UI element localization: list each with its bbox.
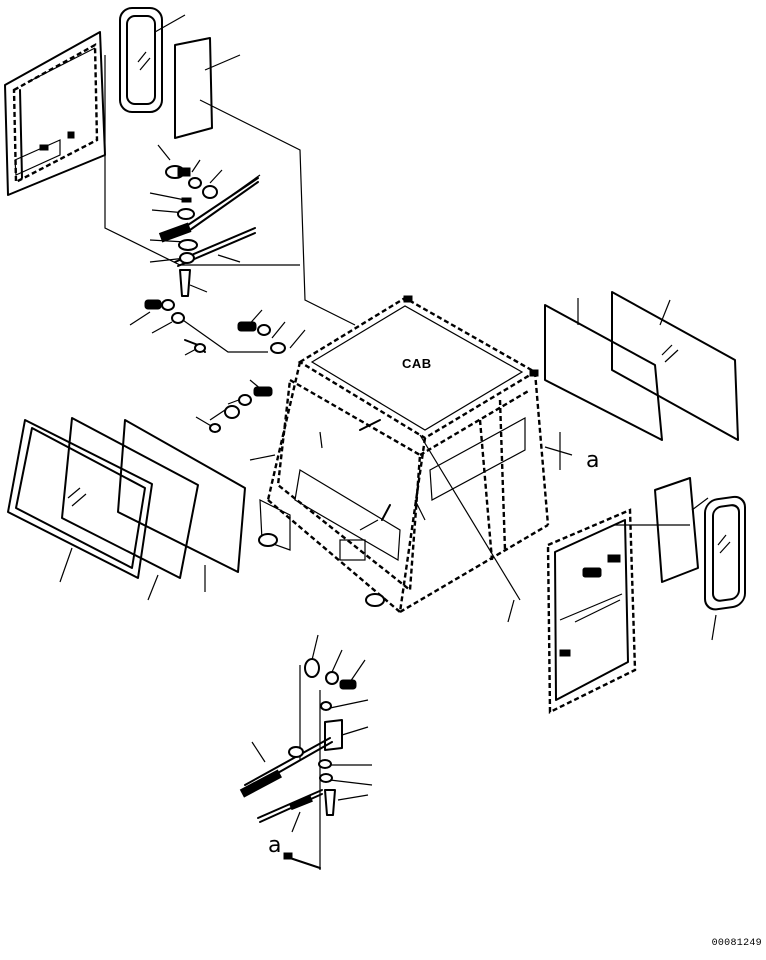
reference-marker-a-upper: a — [586, 448, 600, 473]
door-glass-upper — [174, 37, 213, 139]
door-assembly-left — [4, 31, 106, 196]
drawing-number: 00081249 — [711, 938, 762, 949]
hinge-hardware-lower — [239, 658, 357, 869]
door-window-upper — [119, 7, 163, 113]
leader-lines — [59, 14, 717, 870]
door-window-right — [654, 477, 746, 611]
hinge-hardware-upper — [158, 165, 259, 297]
reference-marker-a-lower: a — [268, 833, 282, 858]
rear-glass-panels — [544, 291, 739, 441]
cab-label: CAB — [402, 356, 432, 371]
cab-body — [258, 295, 550, 614]
door-assembly-right — [546, 508, 637, 714]
front-glass-panels — [7, 417, 246, 579]
hinge-hardware-middle — [144, 299, 286, 433]
